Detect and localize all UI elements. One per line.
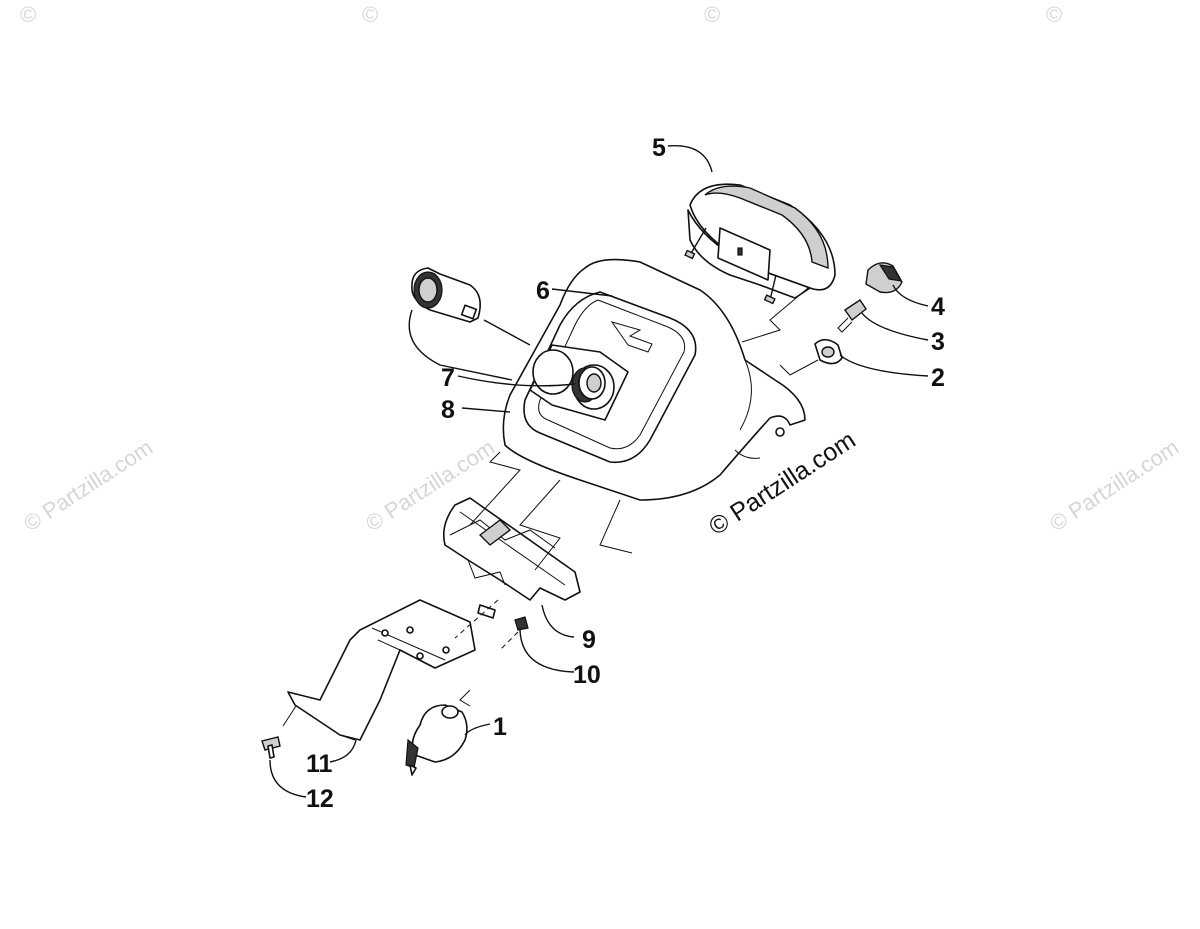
watermark-top-1: © [20,2,36,27]
callout-7: 7 [441,364,455,392]
watermark-top-3: © [704,2,720,27]
callout-9: 9 [582,626,596,654]
callout-4: 4 [931,293,945,321]
callout-5: 5 [652,134,666,162]
callout-3: 3 [931,328,945,356]
callout-11: 11 [306,750,333,778]
callout-8: 8 [441,396,455,424]
part-9-bezel [442,497,581,601]
watermark-top-row: © © © © [20,2,1062,27]
part-2-nut [814,338,843,365]
callouts: 1 2 3 4 5 6 7 8 9 10 11 12 [306,134,945,813]
callout-6: 6 [536,277,550,305]
watermark-mid-3: © Partzilla.com [1045,434,1183,536]
part-1-ignition-switch [405,704,468,776]
accessory-socket [411,267,531,346]
watermark-top-4: © [1046,2,1062,27]
part-3-key [837,299,867,333]
part-11-bracket [287,599,496,741]
watermark-top-2: © [362,2,378,27]
leader-lines [269,145,929,798]
part-4-key-cap [865,262,903,294]
callout-12: 12 [306,785,334,813]
assembly-lines [282,287,819,727]
callout-1: 1 [493,713,507,741]
callout-2: 2 [931,364,945,392]
part-8-pod-housing [502,258,806,501]
part-10-clip [514,616,529,631]
part-12-rivet [261,736,281,759]
callout-10: 10 [573,661,601,689]
part-5-gauge [684,183,836,305]
watermark-mid-1: © Partzilla.com [19,434,157,536]
